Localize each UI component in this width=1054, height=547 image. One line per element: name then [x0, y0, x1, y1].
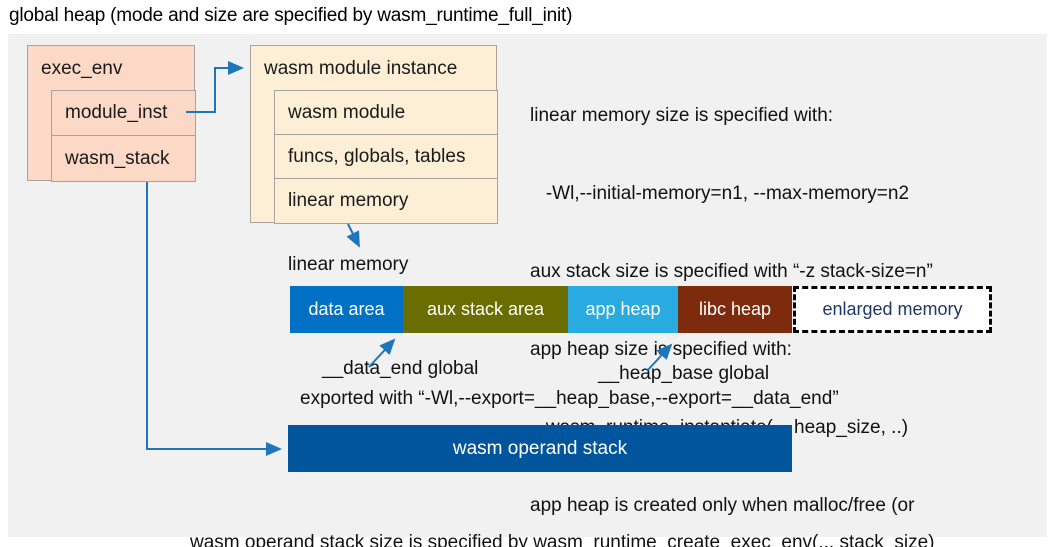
note-line: wasm operand stack size is specified by …: [190, 532, 935, 547]
exec-env-field-wasm-stack: wasm_stack: [51, 135, 196, 182]
note-line: -Wl,--initial-memory=n1, --max-memory=n2: [530, 183, 910, 204]
note-line: app heap is created only when malloc/fre…: [530, 495, 915, 516]
wasm-module-instance-box: wasm module instance wasm module funcs, …: [250, 45, 498, 224]
exec-env-box: exec_env module_inst wasm_stack: [27, 45, 196, 182]
exported-with-label: exported with “-Wl,--export=__heap_base,…: [300, 388, 839, 409]
instance-field-wasm-module: wasm module: [274, 90, 498, 135]
page-title: global heap (mode and size are specified…: [9, 5, 573, 26]
linear-memory-label: linear memory: [288, 254, 409, 275]
instance-field-funcs-globals-tables: funcs, globals, tables: [274, 134, 498, 179]
segment-enlarged-memory: enlarged memory: [793, 286, 992, 333]
exec-env-title: exec_env: [41, 57, 123, 79]
exec-env-field-module-inst: module_inst: [51, 90, 196, 136]
segment-aux-stack-area: aux stack area: [403, 286, 568, 333]
wasm-module-instance-title: wasm module instance: [264, 57, 458, 79]
segment-app-heap: app heap: [568, 286, 678, 333]
note-line: linear memory size is specified with:: [530, 105, 834, 126]
operand-stack-notes: wasm operand stack size is specified by …: [190, 478, 1050, 547]
note-line: aux stack size is specified with “-z sta…: [530, 261, 933, 282]
data-end-global-label: __data_end global: [322, 358, 479, 379]
wasm-operand-stack-label: wasm operand stack: [452, 437, 628, 459]
segment-data-area: data area: [290, 286, 403, 333]
instance-field-linear-memory: linear memory: [274, 178, 498, 224]
heap-base-global-label: __heap_base global: [598, 363, 770, 384]
note-line: app heap size is specified with:: [530, 339, 792, 360]
linear-memory-bar: data area aux stack area app heap libc h…: [290, 286, 792, 333]
segment-libc-heap: libc heap: [678, 286, 792, 333]
wasm-operand-stack-bar: wasm operand stack: [288, 425, 792, 472]
